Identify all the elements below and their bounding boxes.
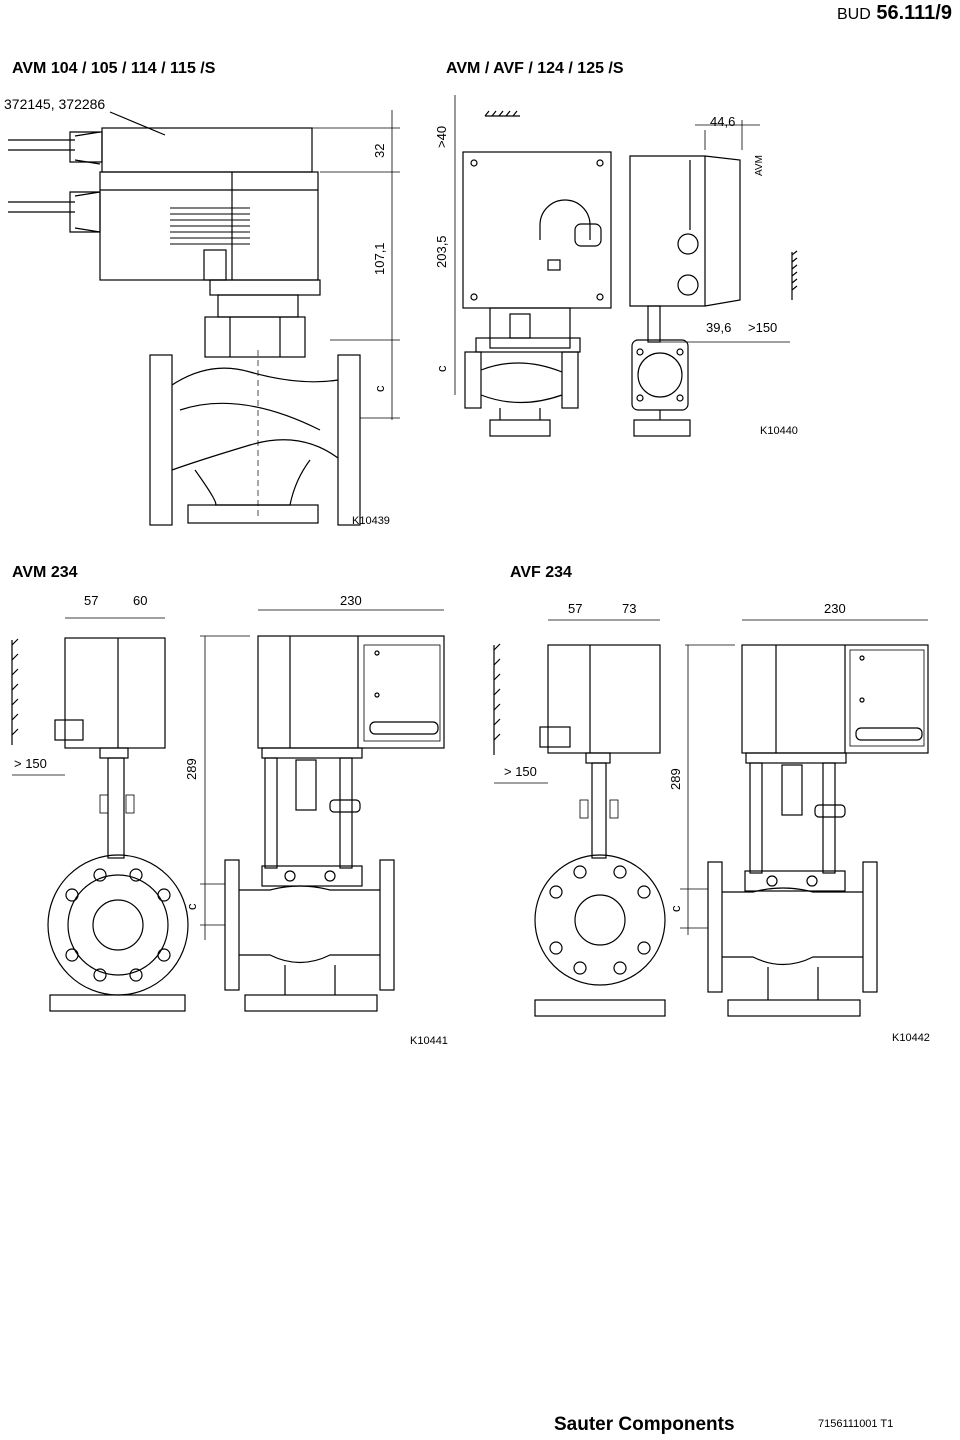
title-top-left: AVM 104 / 105 / 114 / 115 /S	[12, 60, 216, 77]
dim-44: 44,6	[710, 114, 736, 129]
actuator-side-view	[629, 120, 798, 437]
title-top-right: AVM / AVF / 124 / 125 /S	[446, 60, 624, 77]
footer-brand: Sauter Components	[554, 1414, 735, 1435]
dim-c2: c	[434, 365, 449, 372]
footer-code: 7156111001 T1	[818, 1418, 894, 1430]
dim-l57: 57	[84, 593, 99, 608]
dim-203: 203,5	[434, 235, 449, 268]
code-k10439: K10439	[352, 515, 390, 527]
dim-r73: 73	[622, 601, 637, 616]
dim-r230: 230	[824, 601, 846, 616]
dim-l289: 289	[184, 758, 199, 780]
dim-l60: 60	[133, 593, 148, 608]
bud-label: BUD	[837, 6, 871, 23]
dim-rgt150: > 150	[504, 764, 537, 779]
code-k10440: K10440	[760, 425, 798, 437]
parts-label: 372145, 372286	[4, 96, 106, 112]
avm-mark: AVM	[754, 155, 765, 176]
dim-lgt150: > 150	[14, 756, 47, 771]
valve-drawing-k10441	[11, 635, 445, 1012]
valve-drawing-k10439	[8, 111, 361, 526]
dim-32: 32	[372, 144, 387, 158]
code-k10442: K10442	[892, 1032, 930, 1044]
title-bottom-left: AVM 234	[12, 564, 78, 581]
code-k10441: K10441	[410, 1035, 448, 1047]
doc-number: 56.111/9	[876, 2, 952, 24]
document-number: BUD 56.111/9	[837, 2, 952, 25]
title-bottom-right: AVF 234	[510, 564, 572, 581]
actuator-front-view	[454, 95, 612, 437]
dim-lc: c	[184, 903, 199, 910]
dim-r289: 289	[668, 768, 683, 790]
dim-c1: c	[372, 385, 387, 392]
dim-39: 39,6	[706, 320, 732, 335]
valve-drawing-k10442	[493, 643, 929, 1017]
dim-r57: 57	[568, 601, 583, 616]
dim-gt40: >40	[434, 126, 449, 148]
dim-rc: c	[668, 905, 683, 912]
dim-l230: 230	[340, 593, 362, 608]
dim-gt150: >150	[748, 320, 778, 335]
dim-107: 107,1	[372, 242, 387, 275]
